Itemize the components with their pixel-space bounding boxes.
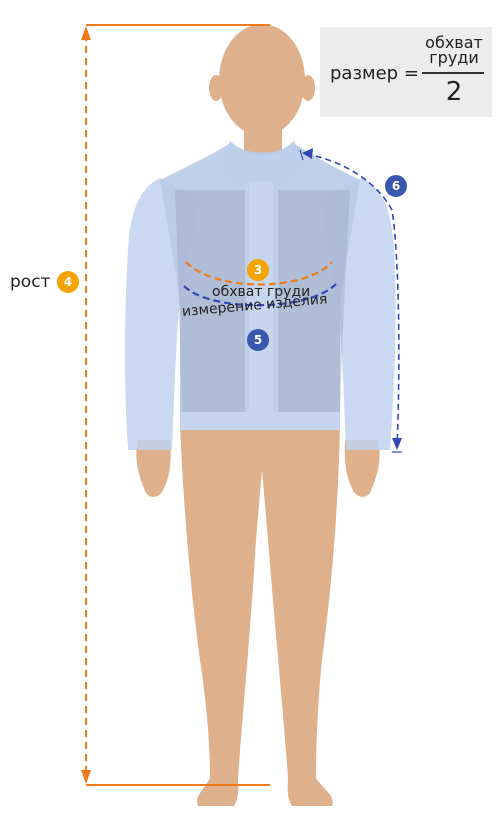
sleeve-measure <box>299 148 402 453</box>
chest-girth-curve <box>185 261 333 286</box>
jacket-hem <box>180 412 340 430</box>
sleeve-badge: 6 <box>385 175 407 197</box>
jacket-shading <box>175 190 245 415</box>
height-label: рост <box>10 272 51 292</box>
formula-lhs: размер = <box>330 63 419 84</box>
formula-numerator-line1: обхват <box>425 33 483 52</box>
chest-label: обхват груди <box>212 284 311 300</box>
formula-denominator: 2 <box>445 77 463 107</box>
right-hand <box>344 440 380 497</box>
fraction-bar <box>422 72 484 74</box>
chest-badge: 3 <box>247 259 269 281</box>
formula-numerator: обхват груди <box>424 33 484 67</box>
left-hand <box>136 440 171 497</box>
jacket-collar <box>224 140 300 183</box>
height-measure <box>81 24 270 786</box>
head <box>209 24 315 165</box>
jacket-placket <box>249 182 273 422</box>
legs <box>180 425 340 806</box>
garment-measure-curve <box>183 283 337 307</box>
formula-numerator-line2: груди <box>429 48 479 67</box>
size-formula-box: размер = обхват груди 2 <box>320 27 492 117</box>
garment-badge: 5 <box>247 329 269 351</box>
height-badge: 4 <box>57 271 79 293</box>
